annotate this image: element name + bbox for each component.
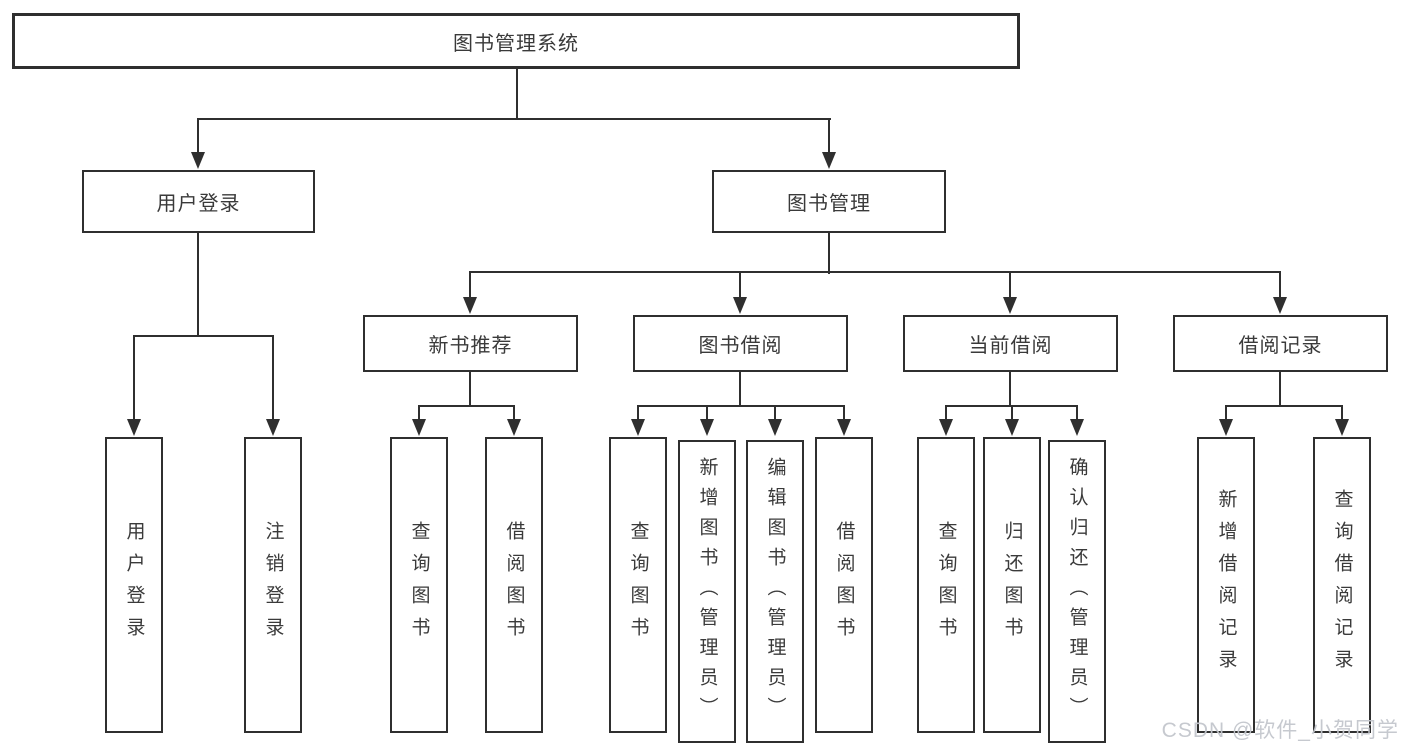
node-book-borrowing: 图书借阅: [633, 315, 848, 372]
node-label: 用户登录: [156, 193, 241, 215]
leaf-label: 确认归还（管理员）: [1066, 456, 1088, 727]
arrow-down-icon: [939, 419, 953, 436]
connector-line: [774, 406, 776, 420]
connector-line: [1279, 372, 1281, 407]
connector-line: [1279, 272, 1281, 298]
leaf-query-borrow-record: 查询借阅记录: [1313, 437, 1371, 733]
arrow-down-icon: [1335, 419, 1349, 436]
leaf-label: 注销登录: [262, 521, 284, 649]
leaf-label: 查询借阅记录: [1331, 489, 1353, 681]
arrow-down-icon: [507, 419, 521, 436]
connector-line: [828, 119, 830, 153]
connector-line: [197, 118, 831, 120]
connector-line: [469, 372, 471, 407]
leaf-borrow-books: 借阅图书: [815, 437, 873, 733]
leaf-query-books-borrowing: 查询图书: [609, 437, 667, 733]
connector-line: [1225, 405, 1343, 407]
arrow-down-icon: [463, 297, 477, 314]
node-label: 图书管理系统: [453, 32, 579, 55]
leaf-query-books-current: 查询图书: [917, 437, 975, 733]
connector-line: [1009, 272, 1011, 298]
leaf-label: 新增图书（管理员）: [696, 456, 718, 727]
connector-line: [133, 336, 135, 420]
connector-line: [637, 406, 639, 420]
arrow-down-icon: [837, 419, 851, 436]
node-library-management-system: 图书管理系统: [12, 13, 1020, 69]
arrow-down-icon: [127, 419, 141, 436]
arrow-down-icon: [631, 419, 645, 436]
node-borrowing-records: 借阅记录: [1173, 315, 1388, 372]
node-book-management: 图书管理: [712, 170, 946, 233]
leaf-confirm-return-admin: 确认归还（管理员）: [1048, 440, 1106, 743]
arrow-down-icon: [822, 152, 836, 169]
connector-line: [1009, 372, 1011, 407]
connector-line: [706, 406, 708, 420]
leaf-label: 查询图书: [935, 521, 957, 649]
leaf-label: 查询图书: [627, 521, 649, 649]
leaf-user-login: 用户登录: [105, 437, 163, 733]
leaf-logout: 注销登录: [244, 437, 302, 733]
arrow-down-icon: [733, 297, 747, 314]
leaf-label: 查询图书: [408, 521, 430, 649]
connector-line: [843, 406, 845, 420]
connector-line: [945, 405, 1078, 407]
connector-line: [828, 233, 830, 274]
leaf-borrow-books-recommend: 借阅图书: [485, 437, 543, 733]
node-user-login: 用户登录: [82, 170, 315, 233]
arrow-down-icon: [1273, 297, 1287, 314]
connector-line: [1011, 406, 1013, 420]
node-new-book-recommendation: 新书推荐: [363, 315, 578, 372]
leaf-edit-book-admin: 编辑图书（管理员）: [746, 440, 804, 743]
connector-line: [469, 271, 1281, 273]
connector-line: [272, 336, 274, 420]
connector-line: [516, 69, 518, 120]
node-current-borrowing: 当前借阅: [903, 315, 1118, 372]
leaf-return-books: 归还图书: [983, 437, 1041, 733]
node-label: 新书推荐: [428, 335, 513, 357]
arrow-down-icon: [768, 419, 782, 436]
connector-line: [513, 406, 515, 420]
leaf-label: 借阅图书: [833, 521, 855, 649]
arrow-down-icon: [700, 419, 714, 436]
leaf-add-borrow-record: 新增借阅记录: [1197, 437, 1255, 733]
watermark-csdn: CSDN @软件_小贺同学: [1161, 719, 1399, 742]
connector-line: [1341, 406, 1343, 420]
connector-line: [418, 405, 515, 407]
leaf-add-book-admin: 新增图书（管理员）: [678, 440, 736, 743]
arrow-down-icon: [1003, 297, 1017, 314]
arrow-down-icon: [1219, 419, 1233, 436]
node-label: 当前借阅: [968, 335, 1053, 357]
connector-line: [133, 335, 274, 337]
connector-line: [418, 406, 420, 420]
leaf-query-books-recommend: 查询图书: [390, 437, 448, 733]
connector-line: [1225, 406, 1227, 420]
leaf-label: 编辑图书（管理员）: [764, 456, 786, 727]
connector-line: [739, 272, 741, 298]
leaf-label: 新增借阅记录: [1215, 489, 1237, 681]
node-label: 图书借阅: [698, 335, 783, 357]
connector-line: [197, 119, 199, 153]
leaf-label: 用户登录: [123, 521, 145, 649]
arrow-down-icon: [266, 419, 280, 436]
leaf-label: 借阅图书: [503, 521, 525, 649]
arrow-down-icon: [1070, 419, 1084, 436]
connector-line: [197, 233, 199, 337]
connector-line: [739, 372, 741, 407]
arrow-down-icon: [1005, 419, 1019, 436]
leaf-label: 归还图书: [1001, 521, 1023, 649]
connector-line: [1076, 406, 1078, 420]
node-label: 借阅记录: [1238, 335, 1323, 357]
arrow-down-icon: [191, 152, 205, 169]
arrow-down-icon: [412, 419, 426, 436]
connector-line: [637, 405, 845, 407]
node-label: 图书管理: [787, 193, 871, 215]
connector-line: [469, 272, 471, 298]
connector-line: [945, 406, 947, 420]
